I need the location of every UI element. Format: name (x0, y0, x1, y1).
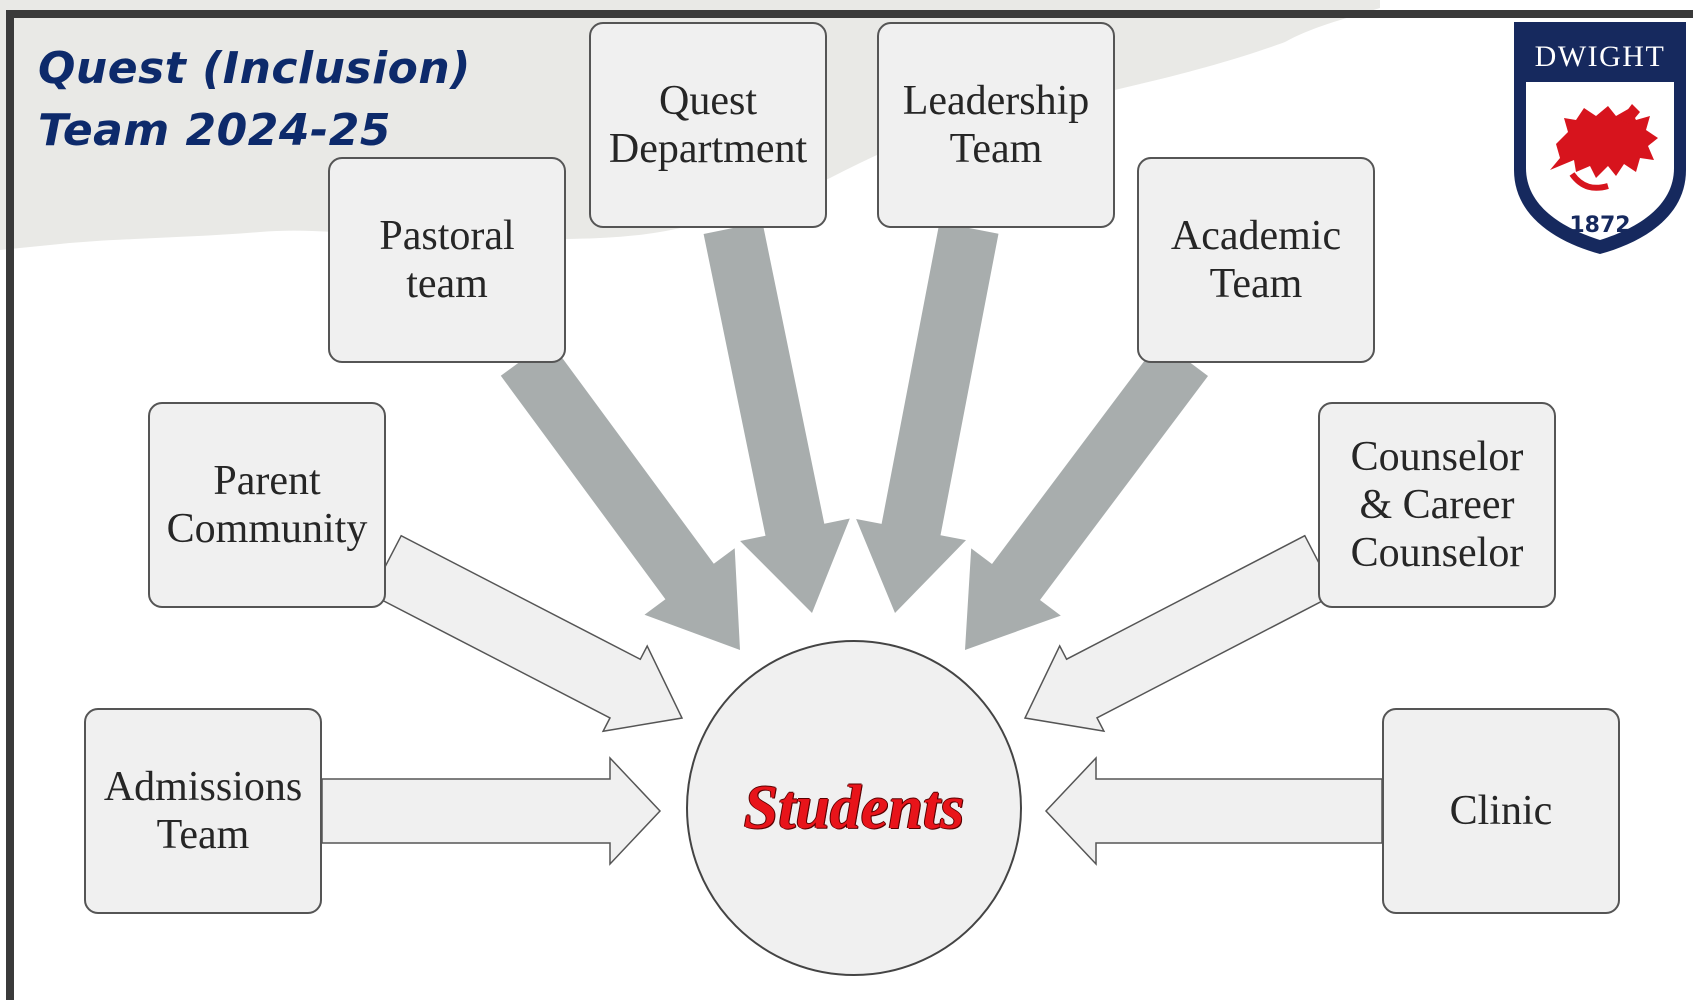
dwight-shield-logo: DWIGHT 1872 (1514, 22, 1686, 254)
box-label: Community (166, 506, 368, 552)
title-line-2: Team 2024-25 (38, 105, 391, 156)
arrow-quest-to-students (703, 222, 850, 613)
box-label: Admissions (103, 764, 303, 810)
arrow-admissions-to-students (321, 756, 662, 866)
box-label: Pastoral (379, 213, 515, 259)
box-label: Team (949, 126, 1043, 172)
students-label: Students (743, 773, 965, 842)
counselor-career-counselor-box: Counselor & Career Counselor (1318, 402, 1556, 608)
arrow-pastoral-to-students (500, 340, 740, 650)
box-label: team (406, 261, 488, 307)
box-label: Counselor (1350, 530, 1524, 576)
admissions-team-box: Admissions Team (84, 708, 322, 914)
arrow-counselor-to-students (1023, 534, 1337, 733)
box-label: & Career (1359, 482, 1515, 528)
box-label: Department (608, 126, 808, 172)
box-label: Clinic (1449, 788, 1553, 834)
box-label: Parent (213, 458, 321, 504)
arrow-leadership-to-students (856, 222, 999, 614)
clinic-box: Clinic (1382, 708, 1620, 914)
parent-community-box: Parent Community (148, 402, 386, 608)
arrow-parent-to-students (369, 534, 684, 733)
leadership-team-box: Leadership Team (877, 22, 1115, 228)
title-line-1: Quest (Inclusion) (38, 43, 471, 94)
quest-department-box: Quest Department (589, 22, 827, 228)
page-title: Quest (Inclusion) Team 2024-25 (38, 38, 471, 162)
box-label: Team (156, 812, 250, 858)
box-label: Team (1209, 261, 1303, 307)
logo-wordmark: DWIGHT (1535, 40, 1666, 73)
students-circle: Students (686, 640, 1022, 976)
arrow-academic-to-students (965, 340, 1208, 650)
box-label: Quest (659, 78, 757, 124)
logo-year: 1872 (1569, 213, 1630, 238)
box-label: Counselor (1350, 434, 1524, 480)
academic-team-box: Academic Team (1137, 157, 1375, 363)
box-label: Academic (1170, 213, 1342, 259)
box-label: Leadership (902, 78, 1090, 124)
lion-icon (1550, 106, 1658, 178)
arrow-clinic-to-students (1044, 756, 1383, 866)
pastoral-team-box: Pastoral team (328, 157, 566, 363)
